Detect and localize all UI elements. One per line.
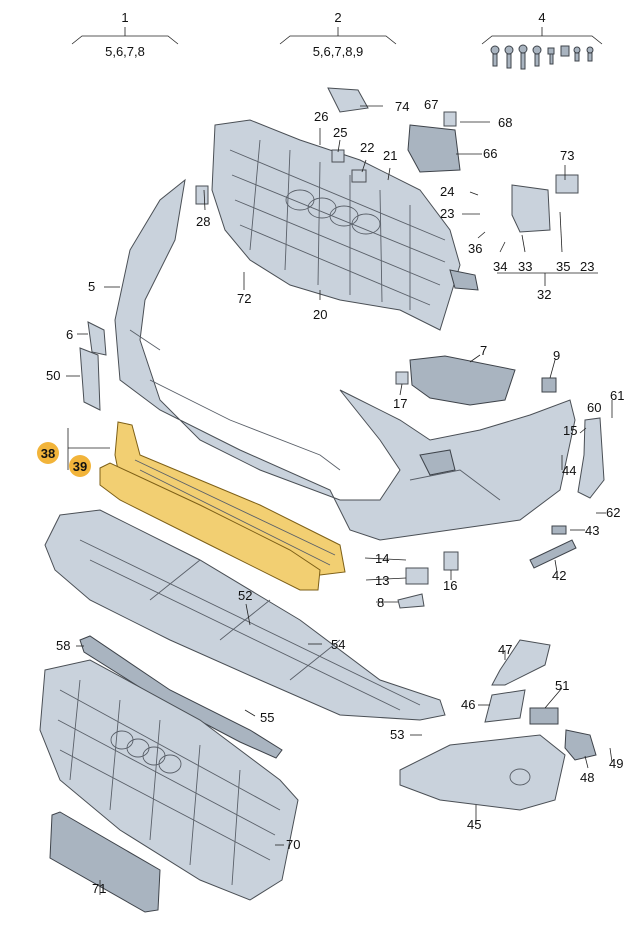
label-49: 49	[609, 756, 623, 771]
label-42: 42	[552, 568, 566, 583]
part-17	[395, 371, 409, 385]
label-26: 26	[314, 109, 328, 124]
label-14: 14	[375, 551, 389, 566]
part-47	[491, 639, 551, 686]
label-68: 68	[498, 115, 512, 130]
part-74	[327, 87, 369, 113]
part-16	[443, 551, 459, 571]
front-grille-part-70	[39, 659, 299, 901]
label-71: 71	[92, 881, 106, 896]
label-17: 17	[393, 396, 407, 411]
label-6: 6	[66, 327, 73, 342]
part-60	[577, 417, 605, 499]
label-5: 5	[88, 279, 95, 294]
label-62: 62	[606, 505, 620, 520]
label-33: 33	[518, 259, 532, 274]
part-46	[484, 689, 526, 723]
part-66	[407, 124, 461, 173]
label-23b: 23	[580, 259, 594, 274]
label-48: 48	[580, 770, 594, 785]
label-25: 25	[333, 125, 347, 140]
lower-diffuser-part	[44, 509, 446, 721]
part-22	[351, 169, 367, 183]
grille-frame-part	[211, 119, 479, 331]
reinforcement-part-39	[99, 462, 321, 591]
part-67	[443, 111, 457, 127]
highlight-label-39: 39	[73, 459, 87, 474]
label-34: 34	[493, 259, 507, 274]
label-51: 51	[555, 678, 569, 693]
part-13	[405, 567, 429, 585]
part-42	[529, 539, 577, 569]
part-9	[541, 377, 557, 393]
label-45: 45	[467, 817, 481, 832]
header-group-1: 1 5,6,7,8	[71, 10, 179, 59]
fog-light-frame-part-45	[399, 734, 566, 811]
label-74: 74	[395, 99, 409, 114]
part-7	[409, 355, 516, 406]
label-53: 53	[390, 727, 404, 742]
part-43	[551, 525, 567, 535]
trim-strip-part-58	[79, 635, 283, 759]
label-23a: 23	[440, 206, 454, 221]
label-58: 58	[56, 638, 70, 653]
highlight-label-38: 38	[41, 446, 55, 461]
part-50	[79, 347, 101, 411]
label-28: 28	[196, 214, 210, 229]
highlight-badge-38	[37, 442, 59, 464]
label-60: 60	[587, 400, 601, 415]
license-plate-part-71	[49, 811, 161, 913]
label-13: 13	[375, 573, 389, 588]
label-72: 72	[237, 291, 251, 306]
label-32: 32	[537, 287, 551, 302]
group-number-1: 1	[121, 10, 128, 25]
label-55: 55	[260, 710, 274, 725]
part-32-bracket	[511, 184, 551, 233]
label-22: 22	[360, 140, 374, 155]
part-51	[529, 707, 559, 725]
label-20: 20	[313, 307, 327, 322]
highlight-callout-39: 39	[69, 455, 91, 477]
label-54: 54	[331, 637, 345, 652]
label-21: 21	[383, 148, 397, 163]
label-9: 9	[553, 348, 560, 363]
label-35: 35	[556, 259, 570, 274]
group-subparts-2: 5,6,7,8,9	[313, 44, 364, 59]
fastener-set-icon	[490, 44, 594, 70]
label-36: 36	[468, 241, 482, 256]
label-47: 47	[498, 642, 512, 657]
part-28	[195, 185, 209, 205]
label-44: 44	[562, 463, 576, 478]
header-group-4: 4	[481, 10, 603, 70]
header-group-2: 2 5,6,7,8,9	[279, 10, 397, 59]
group-number-2: 2	[334, 10, 341, 25]
leader-lines	[66, 105, 613, 895]
label-43: 43	[585, 523, 599, 538]
label-24: 24	[440, 184, 454, 199]
label-46: 46	[461, 697, 475, 712]
group-subparts-1: 5,6,7,8	[105, 44, 145, 59]
label-15: 15	[563, 423, 577, 438]
part-labels: 74 67 68 26 25 22 21 66 73 28 24 23 36 3…	[46, 97, 624, 896]
part-73	[555, 174, 579, 194]
part-48	[564, 729, 597, 761]
label-8: 8	[377, 595, 384, 610]
label-50: 50	[46, 368, 60, 383]
label-7: 7	[480, 343, 487, 358]
label-61: 61	[610, 388, 624, 403]
group-number-4: 4	[538, 10, 545, 25]
label-70: 70	[286, 837, 300, 852]
part-6	[87, 321, 107, 356]
highlight-callout-38: 38	[37, 442, 59, 464]
label-16: 16	[443, 578, 457, 593]
part-8	[397, 593, 425, 609]
label-52: 52	[238, 588, 252, 603]
label-73: 73	[560, 148, 574, 163]
label-67: 67	[424, 97, 438, 112]
highlight-badge-39	[69, 455, 91, 477]
bumper-cover-part	[114, 178, 576, 541]
label-66: 66	[483, 146, 497, 161]
